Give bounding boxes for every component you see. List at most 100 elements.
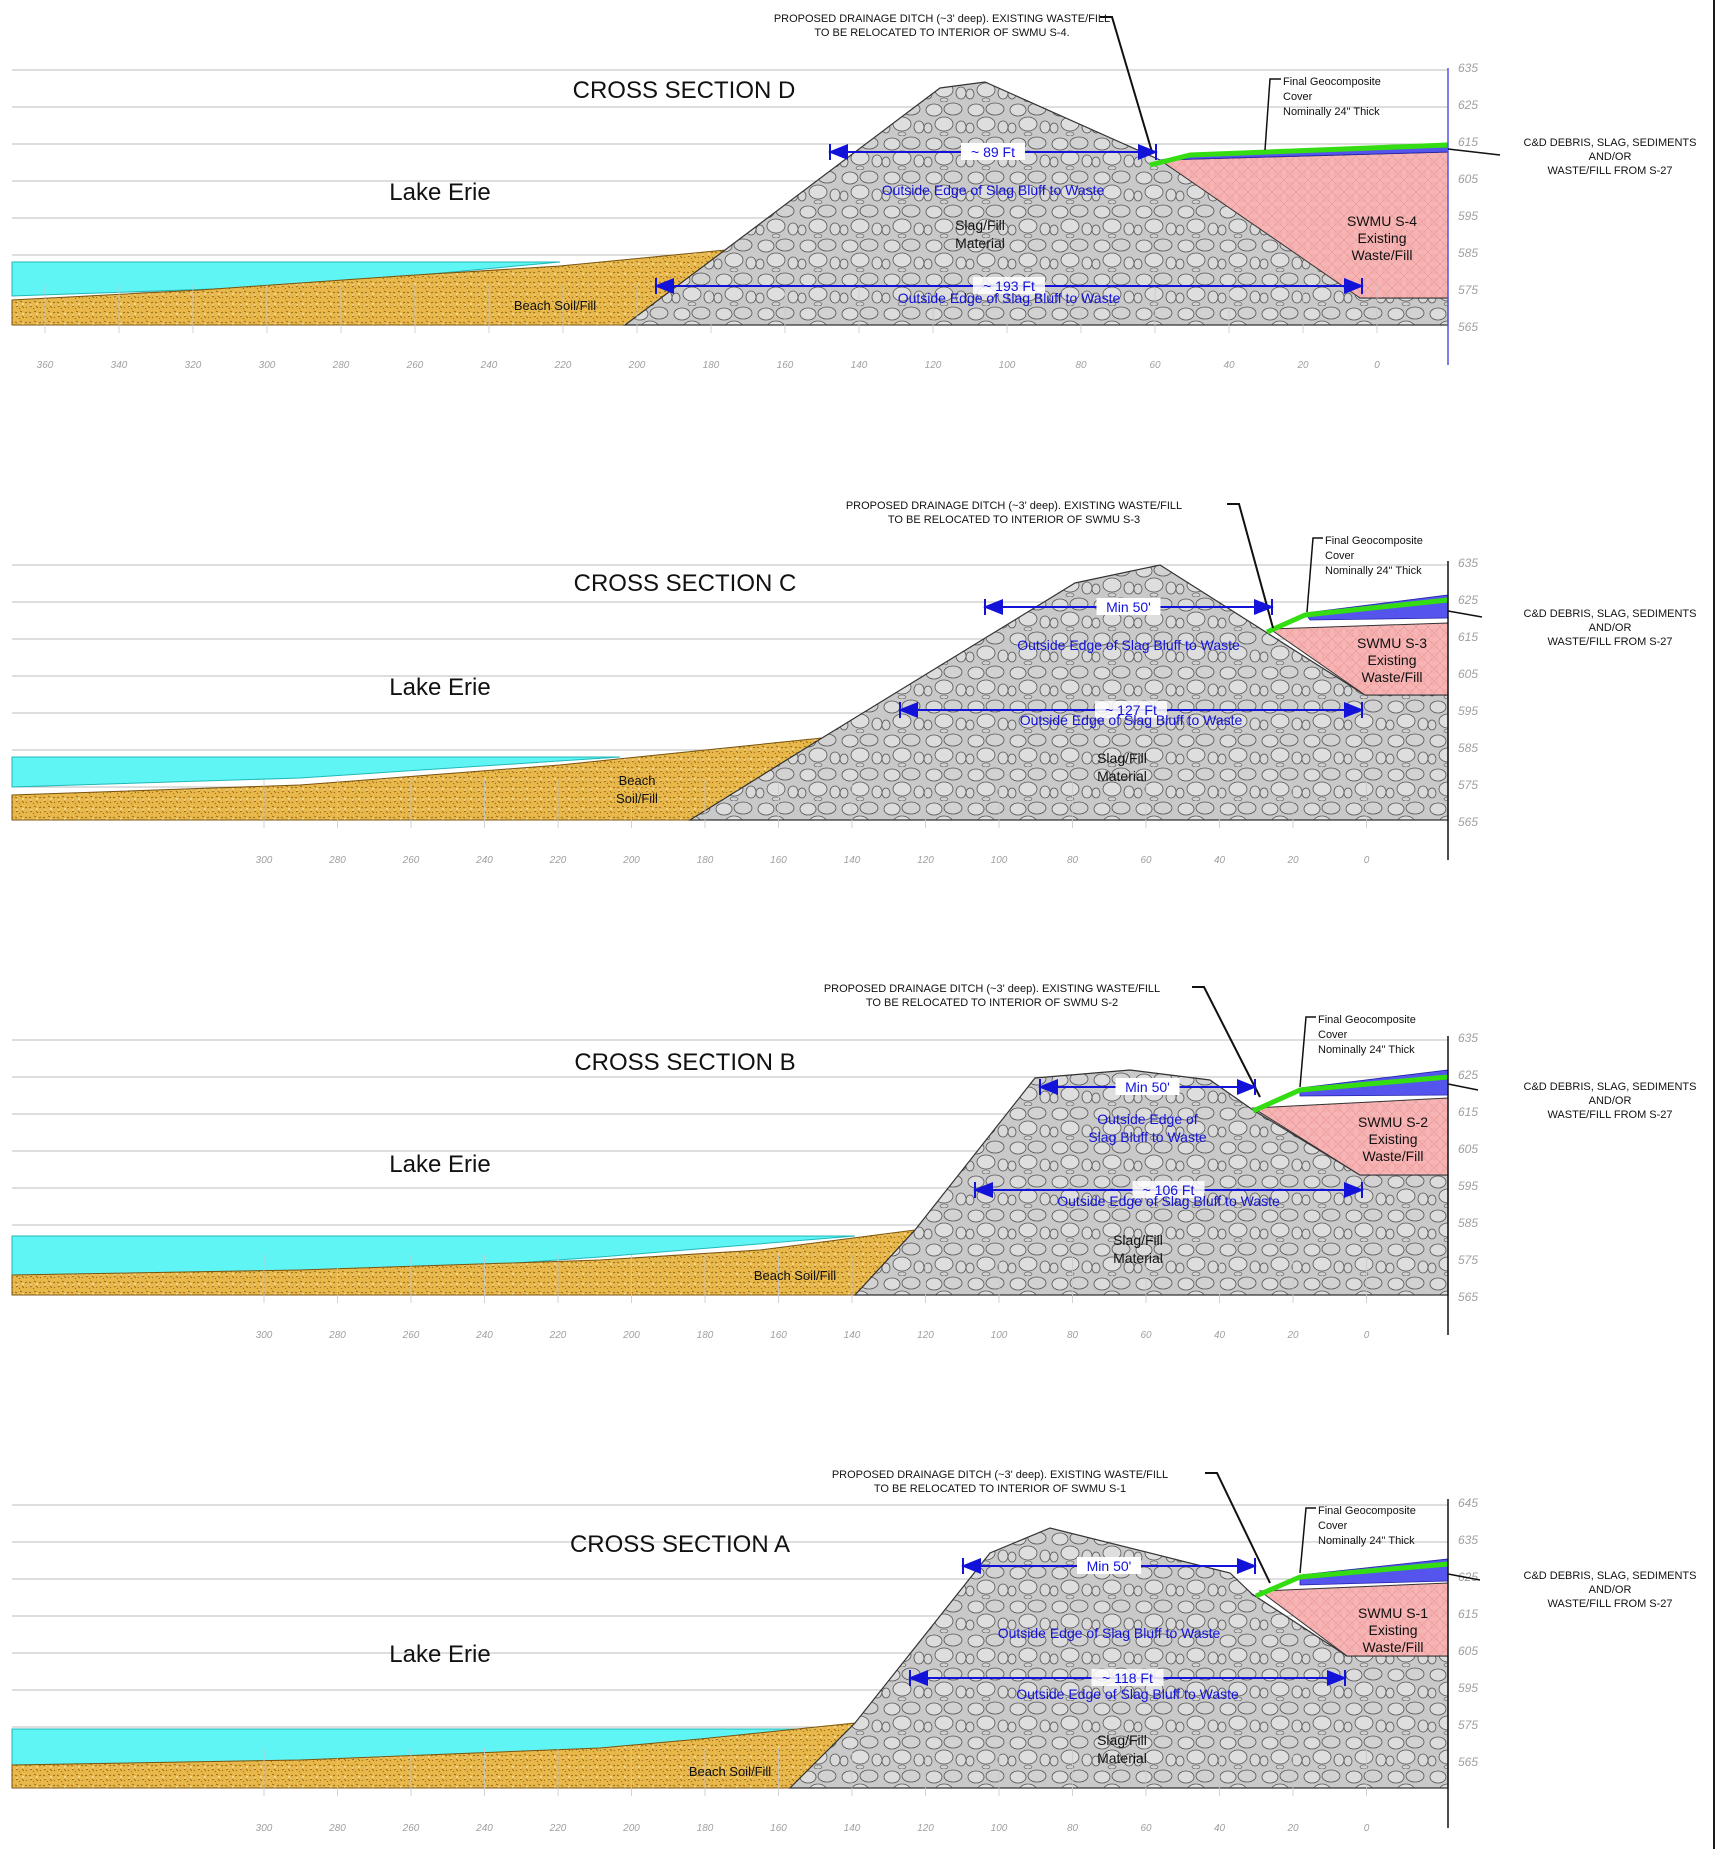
elevation-tick-label: 625 [1458,1068,1478,1082]
station-tick-label: 60 [1140,1823,1152,1834]
geocomposite-cover-note: Final Geocomposite [1325,535,1423,547]
station-tick-label: 180 [697,1330,714,1341]
elevation-tick-label: 565 [1458,815,1478,829]
elevation-tick-label: 615 [1458,135,1478,149]
elevation-tick-label: 635 [1458,1533,1478,1547]
swmu-label: Existing [1368,1622,1417,1638]
elevation-tick-label: 605 [1458,172,1478,186]
slag-fill-label: Material [1097,1750,1147,1766]
swmu-label: Existing [1367,652,1416,668]
elevation-tick-label: 625 [1458,593,1478,607]
station-tick-label: 180 [697,855,714,866]
lake-erie-label: Lake Erie [389,179,490,206]
beach-soil-label: Beach Soil/Fill [689,1764,771,1779]
leader-line-icon [1227,503,1274,629]
dimension-label-bg [1091,1669,1164,1686]
leader-line-icon [1447,1083,1479,1091]
station-tick-label: 100 [991,1330,1008,1341]
elevation-tick-label: 585 [1458,1216,1478,1230]
station-tick-label: 240 [480,360,498,371]
swmu-label: Waste/Fill [1352,247,1413,263]
elevation-tick-label: 585 [1458,246,1478,260]
base-dimension-value: ~ 118 Ft [1102,1670,1153,1686]
top-dimension-caption: Outside Edge of Slag Bluff to Waste [882,182,1105,198]
slag-fill-label: Material [1113,1250,1163,1266]
geocomposite-cover-line [1251,1074,1449,1114]
elevation-tick-label: 615 [1458,1105,1478,1119]
station-tick-label: 100 [991,855,1008,866]
debris-note: WASTE/FILL FROM S-27 [1547,1109,1672,1121]
leader-line-icon [1306,537,1323,613]
debris-note: C&D DEBRIS, SLAG, SEDIMENTS [1524,1570,1697,1582]
station-tick-label: 100 [991,1823,1008,1834]
lake-erie-label: Lake Erie [389,1641,490,1668]
station-tick-label: 140 [844,1823,861,1834]
station-tick-label: 240 [475,855,493,866]
station-tick-label: 80 [1067,855,1079,866]
elevation-tick-label: 605 [1458,1644,1478,1658]
beach-soil-label: Beach Soil/Fill [514,298,596,313]
cross-section-title: CROSS SECTION C [574,570,797,597]
station-tick-label: 300 [256,855,273,866]
leader-line-icon [1299,1507,1316,1574]
swmu-label: SWMU S-1 [1358,1605,1428,1621]
dimension-label-bg [973,277,1045,294]
station-tick-label: 200 [622,1330,640,1341]
station-tick-label: 160 [770,1823,787,1834]
geocomposite-cover-line [1149,142,1449,168]
beach-soil-label: Beach Soil/Fill [754,1268,836,1283]
dimension-label-bg [961,143,1025,160]
geocomposite-cover-note: Cover [1325,550,1355,562]
drainage-ditch-note: PROPOSED DRAINAGE DITCH (~3' deep). EXIS… [824,983,1160,995]
top-dimension-caption: Outside Edge of Slag Bluff to Waste [1017,637,1240,653]
lake-erie-label: Lake Erie [389,674,490,701]
station-tick-label: 200 [628,360,646,371]
slag-fill-label: Slag/Fill [1113,1232,1163,1248]
dimension-label-bg [1096,598,1161,615]
dimension-label-bg [1095,701,1167,718]
elevation-tick-label: 565 [1458,320,1478,334]
geocomposite-cover-note: Cover [1283,91,1313,103]
base-dimension-caption: Outside Edge of Slag Bluff to Waste [1016,1686,1239,1702]
top-dimension-caption: Slag Bluff to Waste [1088,1129,1206,1145]
station-tick-label: 0 [1364,855,1370,866]
station-tick-label: 220 [554,360,572,371]
base-dimension-value: ~ 127 Ft [1105,702,1157,718]
lake-water-area [11,756,621,788]
geocomposite-cover-line [1255,1561,1449,1599]
drainage-ditch-note: TO BE RELOCATED TO INTERIOR OF SWMU S-4. [814,27,1069,39]
station-tick-label: 140 [851,360,868,371]
geocomposite-cover-note: Nominally 24" Thick [1318,1535,1415,1547]
station-tick-label: 280 [328,1823,346,1834]
swmu-label: Existing [1368,1131,1417,1147]
page-border-line [1713,0,1715,1849]
slag-fill-area [687,564,1449,821]
debris-note: AND/OR [1589,622,1632,634]
elevation-tick-label: 575 [1458,1253,1478,1267]
station-tick-label: 20 [1286,855,1299,866]
station-tick-label: 220 [549,855,567,866]
lake-erie-label: Lake Erie [389,1151,490,1178]
station-tick-label: 60 [1140,855,1152,866]
station-tick-label: 200 [622,855,640,866]
elevation-tick-label: 635 [1458,1031,1478,1045]
drainage-ditch-note: PROPOSED DRAINAGE DITCH (~3' deep). EXIS… [846,500,1182,512]
base-dimension-value: ~ 106 Ft [1143,1182,1195,1198]
dimension-label-bg [1077,1557,1141,1574]
elevation-tick-label: 605 [1458,667,1478,681]
debris-note: C&D DEBRIS, SLAG, SEDIMENTS [1524,137,1697,149]
station-tick-label: 240 [475,1330,493,1341]
base-dimension-caption: Outside Edge of Slag Bluff to Waste [1057,1193,1280,1209]
cross-section-title: CROSS SECTION D [573,77,796,104]
top-dimension-caption: Outside Edge of [1097,1111,1198,1127]
leader-line-icon [1100,16,1153,153]
elevation-tick-label: 625 [1458,1570,1478,1584]
elevation-tick-label: 605 [1458,1142,1478,1156]
elevation-tick-label: 575 [1458,1718,1478,1732]
elevation-tick-label: 595 [1458,1179,1478,1193]
swmu-label: SWMU S-2 [1358,1114,1428,1130]
station-tick-label: 120 [917,1823,934,1834]
leader-line-icon [1447,1573,1481,1581]
station-tick-label: 220 [549,1823,567,1834]
